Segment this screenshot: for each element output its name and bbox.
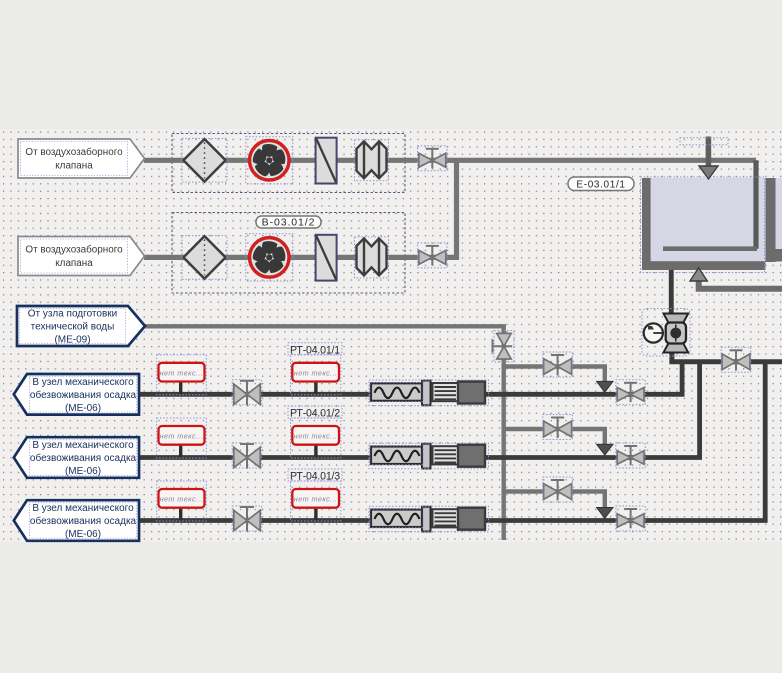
svg-text:(МЕ-06): (МЕ-06) <box>65 403 101 414</box>
svg-text:нет текс...: нет текс... <box>294 495 338 504</box>
svg-text:нет текс...: нет текс... <box>160 368 204 377</box>
svg-text:От воздухозаборного: От воздухозаборного <box>25 245 123 256</box>
svg-text:От воздухозаборного: От воздухозаборного <box>25 147 123 158</box>
svg-text:нет текс...: нет текс... <box>160 432 204 441</box>
svg-text:От узла подготовки: От узла подготовки <box>28 309 117 320</box>
svg-text:технической воды: технической воды <box>31 322 115 333</box>
svg-text:(МЕ-09): (МЕ-09) <box>54 335 90 346</box>
svg-text:E-03.01/1: E-03.01/1 <box>576 179 625 190</box>
svg-text:клапана: клапана <box>55 258 93 269</box>
svg-text:(МЕ-06): (МЕ-06) <box>65 466 101 477</box>
svg-text:РТ-04.01/1: РТ-04.01/1 <box>290 344 340 356</box>
svg-text:нет текс...: нет текс... <box>294 368 338 377</box>
svg-text:обезвоживания осадка: обезвоживания осадка <box>30 515 137 527</box>
svg-text:В-03.01/2: В-03.01/2 <box>262 217 316 229</box>
svg-text:(МЕ-06): (МЕ-06) <box>65 529 101 540</box>
svg-text:РТ-04.01/2: РТ-04.01/2 <box>290 408 340 420</box>
svg-text:нет текс...: нет текс... <box>160 495 204 504</box>
svg-text:клапана: клапана <box>55 161 93 172</box>
svg-text:обезвоживания осадка: обезвоживания осадка <box>30 452 137 464</box>
svg-text:В узел механического: В узел механического <box>32 440 134 451</box>
svg-text:В узел механического: В узел механического <box>32 503 134 514</box>
svg-text:обезвоживания осадка: обезвоживания осадка <box>30 389 137 401</box>
svg-text:РТ-04.01/3: РТ-04.01/3 <box>290 471 340 483</box>
svg-text:В узел механического: В узел механического <box>32 377 134 388</box>
svg-text:нет текс...: нет текс... <box>294 432 338 441</box>
